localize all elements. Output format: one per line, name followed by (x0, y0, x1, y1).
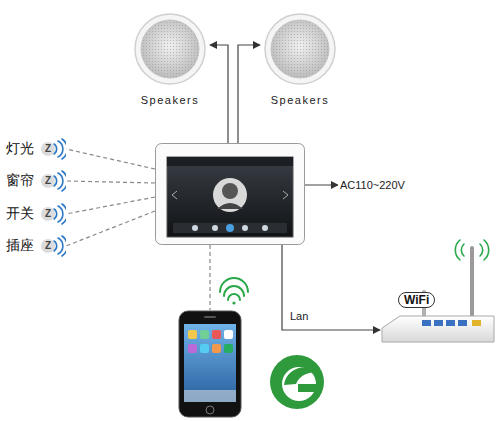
wireless-link (66, 211, 155, 246)
brand-logo (250, 345, 345, 421)
node-label: 灯光 (6, 140, 34, 158)
connector-arrow (210, 45, 228, 143)
speaker-node: Speakers (130, 12, 210, 110)
zwave-mark: Z (41, 207, 55, 221)
device-label: 开关 Z (4, 202, 66, 226)
speaker-node: Speakers (260, 12, 340, 110)
wireless-link (66, 181, 155, 183)
wifi-symbol (220, 278, 248, 305)
node-label: AC110~220V (338, 178, 407, 192)
device-label: 窗帘 Z (4, 169, 66, 193)
smartphone (178, 310, 242, 418)
power-label: AC110~220V (338, 178, 407, 192)
connector-arrow (282, 245, 380, 330)
node-label: Speakers (130, 94, 210, 106)
control-panel (155, 143, 305, 245)
node-label: Speakers (260, 94, 340, 106)
router-node: WiFi (380, 232, 496, 346)
wireless-link (209, 245, 210, 310)
connector-arrow (305, 184, 338, 185)
node-label: WiFi (398, 292, 435, 308)
wireless-link (66, 149, 155, 169)
node-label: 插座 (6, 237, 34, 255)
ceiling-speaker (260, 12, 340, 88)
zwave-mark: Z (41, 174, 55, 188)
wireless-link (66, 197, 155, 214)
node-label: 开关 (6, 205, 34, 223)
node-label: 窗帘 (6, 172, 34, 190)
edge-label: Lan (288, 310, 310, 322)
ceiling-speaker (130, 12, 210, 88)
zwave-mark: Z (41, 142, 55, 156)
zwave-mark: Z (41, 239, 55, 253)
device-label: 插座 Z (4, 234, 66, 258)
touch-panel (155, 143, 305, 245)
wifi-router (380, 232, 496, 346)
connector-arrow (238, 45, 260, 143)
phone-node (178, 310, 242, 418)
device-label: 灯光 Z (4, 137, 66, 161)
